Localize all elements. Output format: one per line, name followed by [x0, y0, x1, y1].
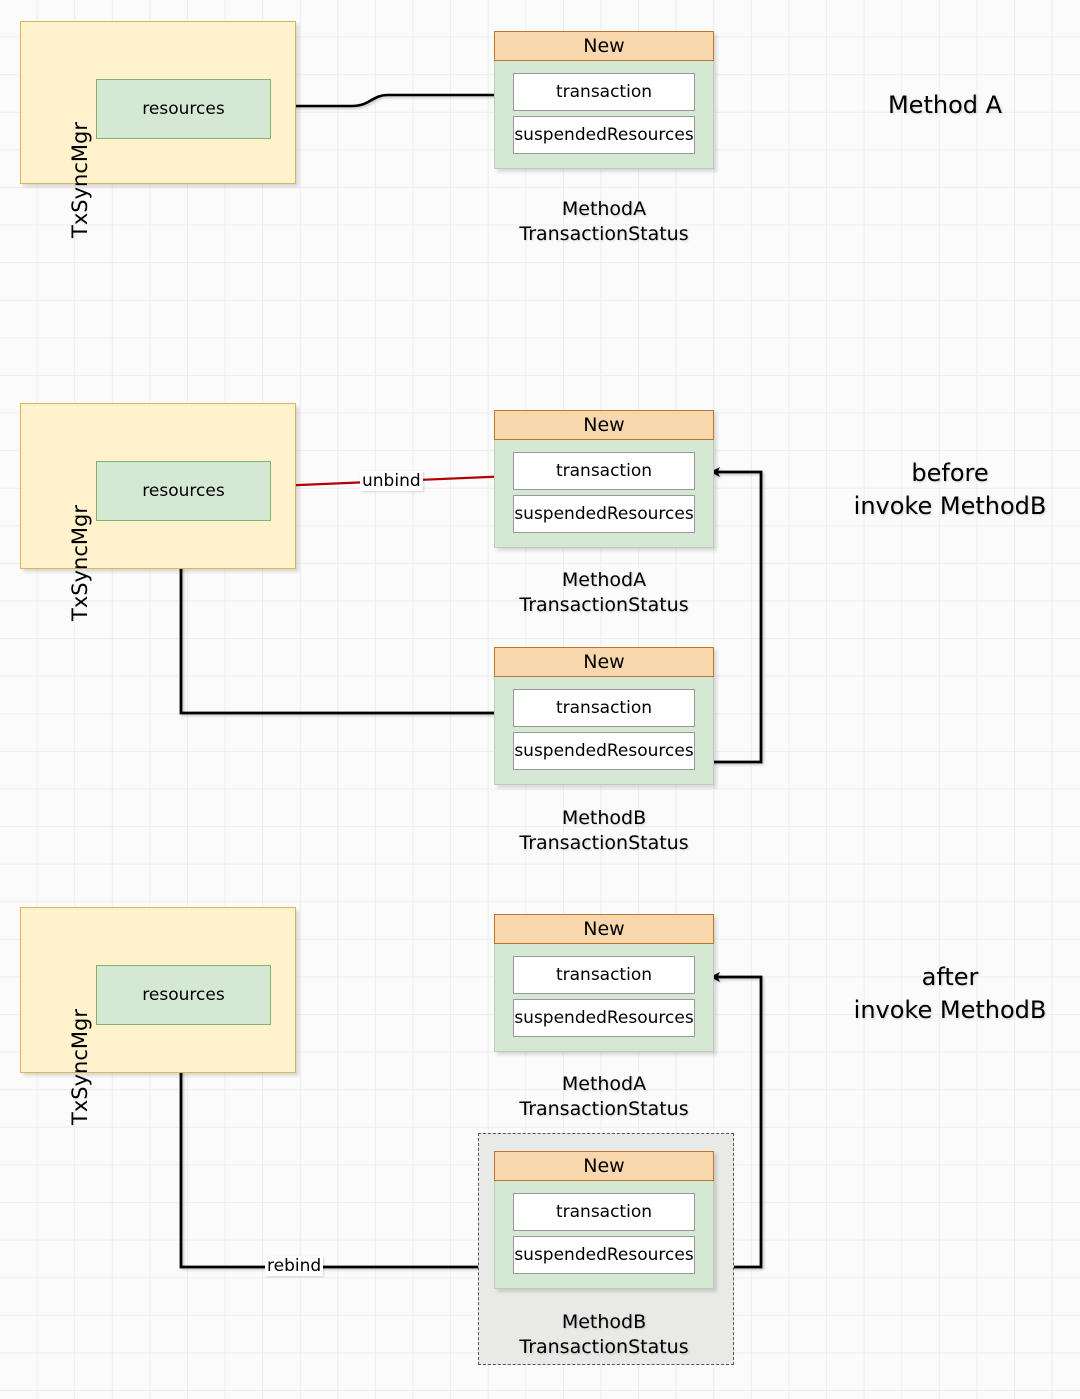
- field-transaction: transaction: [513, 689, 695, 727]
- txsyncmgr-title: TxSyncMgr: [68, 1009, 92, 1125]
- caption-methodB-transactionstatus: MethodB TransactionStatus: [519, 807, 689, 854]
- field-suspendedresources: suspendedResources: [513, 1236, 695, 1274]
- txsyncmgr-title: TxSyncMgr: [68, 505, 92, 621]
- status-card-methodB-1: New transaction suspendedResources: [494, 647, 714, 785]
- edge-label-unbind: unbind: [360, 471, 423, 491]
- card-header-new: New: [494, 410, 714, 440]
- card-header-new: New: [494, 914, 714, 944]
- resources-box: resources: [96, 461, 271, 521]
- field-transaction: transaction: [513, 1193, 695, 1231]
- card-body: transaction suspendedResources: [494, 944, 714, 1052]
- caption-methodA-transactionstatus: MethodA TransactionStatus: [519, 198, 689, 245]
- card-body: transaction suspendedResources: [494, 61, 714, 169]
- caption-methodA-transactionstatus: MethodA TransactionStatus: [519, 569, 689, 616]
- txsyncmgr-container-section-before: TxSyncMgr resources: [20, 403, 296, 621]
- card-header-new: New: [494, 647, 714, 677]
- card-body: transaction suspendedResources: [494, 1181, 714, 1289]
- edge-methodA-transaction-to-resources: [275, 93, 512, 111]
- status-card-methodB-2: New transaction suspendedResources: [494, 1151, 714, 1289]
- card-header-new: New: [494, 31, 714, 61]
- field-transaction: transaction: [513, 956, 695, 994]
- section-note-after-invoke-methodb: after invoke MethodB: [853, 963, 1047, 1024]
- status-card-methodA-3: New transaction suspendedResources: [494, 914, 714, 1052]
- status-card-methodA-1: New transaction suspendedResources: [494, 31, 714, 169]
- field-suspendedresources: suspendedResources: [513, 999, 695, 1037]
- status-card-methodA-2: New transaction suspendedResources: [494, 410, 714, 548]
- section-note-before-invoke-methodb: before invoke MethodB: [853, 459, 1047, 520]
- field-transaction: transaction: [513, 452, 695, 490]
- card-header-new: New: [494, 1151, 714, 1181]
- resources-box: resources: [96, 79, 271, 139]
- txsyncmgr-container-section-after: TxSyncMgr resources: [20, 907, 296, 1125]
- txsyncmgr-title: TxSyncMgr: [68, 122, 92, 238]
- field-transaction: transaction: [513, 73, 695, 111]
- field-suspendedresources: suspendedResources: [513, 732, 695, 770]
- caption-methodB-transactionstatus: MethodB TransactionStatus: [519, 1311, 689, 1358]
- field-suspendedresources: suspendedResources: [513, 116, 695, 154]
- caption-methodA-transactionstatus: MethodA TransactionStatus: [519, 1073, 689, 1120]
- resources-box: resources: [96, 965, 271, 1025]
- edge-label-rebind: rebind: [265, 1256, 324, 1276]
- txsyncmgr-container-section-a: TxSyncMgr resources: [20, 21, 296, 238]
- section-note-method-a: Method A: [887, 91, 1003, 119]
- field-suspendedresources: suspendedResources: [513, 495, 695, 533]
- card-body: transaction suspendedResources: [494, 677, 714, 785]
- card-body: transaction suspendedResources: [494, 440, 714, 548]
